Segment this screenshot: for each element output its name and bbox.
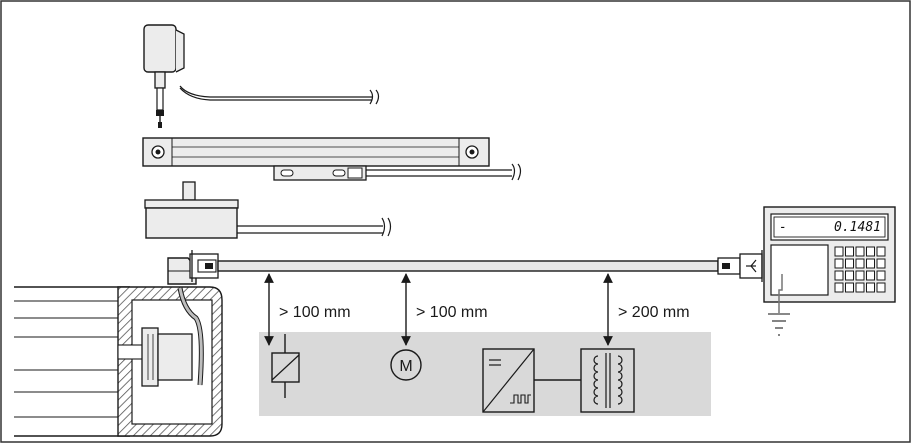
motor-distance-label: > 100 mm: [416, 304, 488, 321]
keypad-key: [845, 270, 854, 281]
distance-arrows: [264, 273, 613, 346]
relay-distance-label: > 100 mm: [279, 304, 351, 321]
keypad-key: [834, 270, 844, 281]
keypad-key: [855, 258, 865, 269]
keypad-key: [845, 282, 854, 293]
frequency-converter-icon: [482, 348, 581, 413]
signal-cable: [189, 250, 763, 282]
transformer-icon: [580, 348, 635, 413]
keypad-key: [845, 246, 854, 257]
keypad-key: [834, 282, 844, 293]
keypad-key: [866, 282, 875, 293]
readout-sign: -: [779, 220, 787, 235]
converter-distance-label: > 200 mm: [618, 304, 690, 321]
keypad-key: [855, 246, 865, 257]
keypad-key: [866, 246, 875, 257]
keypad-key: [834, 258, 844, 269]
ground-icon: [768, 274, 790, 336]
readout-value: 0.1481: [834, 220, 881, 235]
interference-zone: [259, 332, 711, 416]
rotary-encoder-icon: [144, 181, 392, 239]
power-adapter-icon: [143, 24, 380, 128]
keypad-key: [876, 246, 886, 257]
keypad-key: [855, 270, 865, 281]
keypad-key: [834, 246, 844, 257]
machine-cross-section: [14, 257, 223, 437]
digital-readout-icon: [763, 206, 896, 303]
readout-keypad: [834, 246, 886, 293]
motor-label: M: [399, 358, 412, 375]
relay-coil-icon: [271, 334, 300, 398]
keypad-key: [876, 270, 886, 281]
keypad-key: [845, 258, 854, 269]
keypad-key: [855, 282, 865, 293]
motor-icon: [390, 349, 422, 381]
keypad-key: [876, 258, 886, 269]
keypad-key: [866, 270, 875, 281]
keypad-key: [876, 282, 886, 293]
linear-scale-icon: [142, 137, 522, 181]
keypad-key: [866, 258, 875, 269]
